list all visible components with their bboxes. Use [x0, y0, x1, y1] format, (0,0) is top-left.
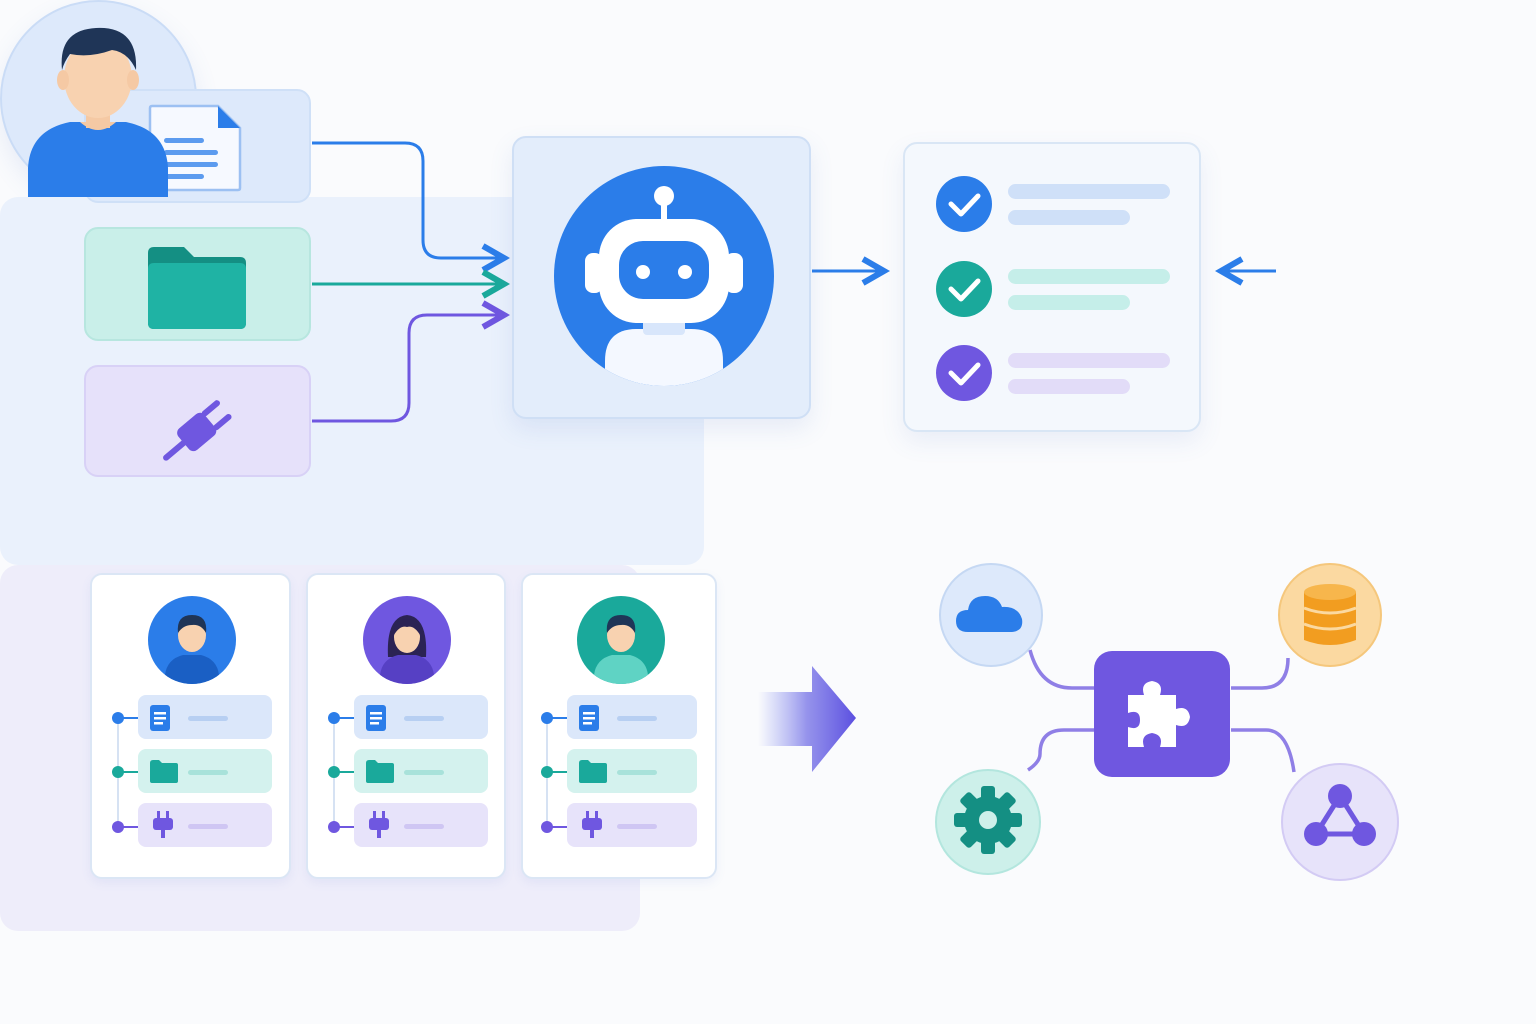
- database-icon[interactable]: [1277, 562, 1383, 668]
- profile-card-2[interactable]: [306, 573, 506, 879]
- plugin-connector: [312, 315, 504, 423]
- document-connector: [312, 141, 504, 258]
- task-item-3[interactable]: [936, 345, 1206, 405]
- cloud-icon[interactable]: [938, 562, 1044, 668]
- robot-icon: [554, 166, 774, 386]
- folder-source-card[interactable]: [84, 227, 311, 341]
- task-checklist-card[interactable]: [903, 142, 1201, 432]
- integration-connectors: [1027, 649, 1296, 773]
- male-avatar-icon: [148, 596, 236, 684]
- big-right-arrow-icon: [758, 666, 856, 772]
- female-avatar-icon: [363, 596, 451, 684]
- profile-card-1[interactable]: [90, 573, 291, 879]
- user-avatar-icon: [28, 27, 168, 197]
- user-avatar[interactable]: [0, 0, 197, 197]
- connector-lines: [312, 141, 1276, 423]
- folder-icon: [148, 247, 246, 329]
- task-item-1[interactable]: [936, 176, 1206, 236]
- male-avatar-icon: [577, 596, 665, 684]
- gear-icon[interactable]: [934, 768, 1042, 876]
- document-icon: [148, 104, 242, 192]
- puzzle-icon[interactable]: [1094, 651, 1230, 777]
- profile-resource-list: [112, 695, 272, 847]
- plugin-source-card[interactable]: [84, 365, 311, 477]
- profile-card-3[interactable]: [521, 573, 717, 879]
- check-icon: [936, 345, 992, 401]
- task-item-2[interactable]: [936, 261, 1206, 321]
- network-icon[interactable]: [1280, 762, 1402, 882]
- profile-resource-list: [328, 695, 488, 847]
- plug-icon: [163, 400, 232, 461]
- check-icon: [936, 261, 992, 317]
- ai-agent-card[interactable]: [512, 136, 811, 419]
- profile-resource-list: [541, 695, 697, 847]
- check-icon: [936, 176, 992, 232]
